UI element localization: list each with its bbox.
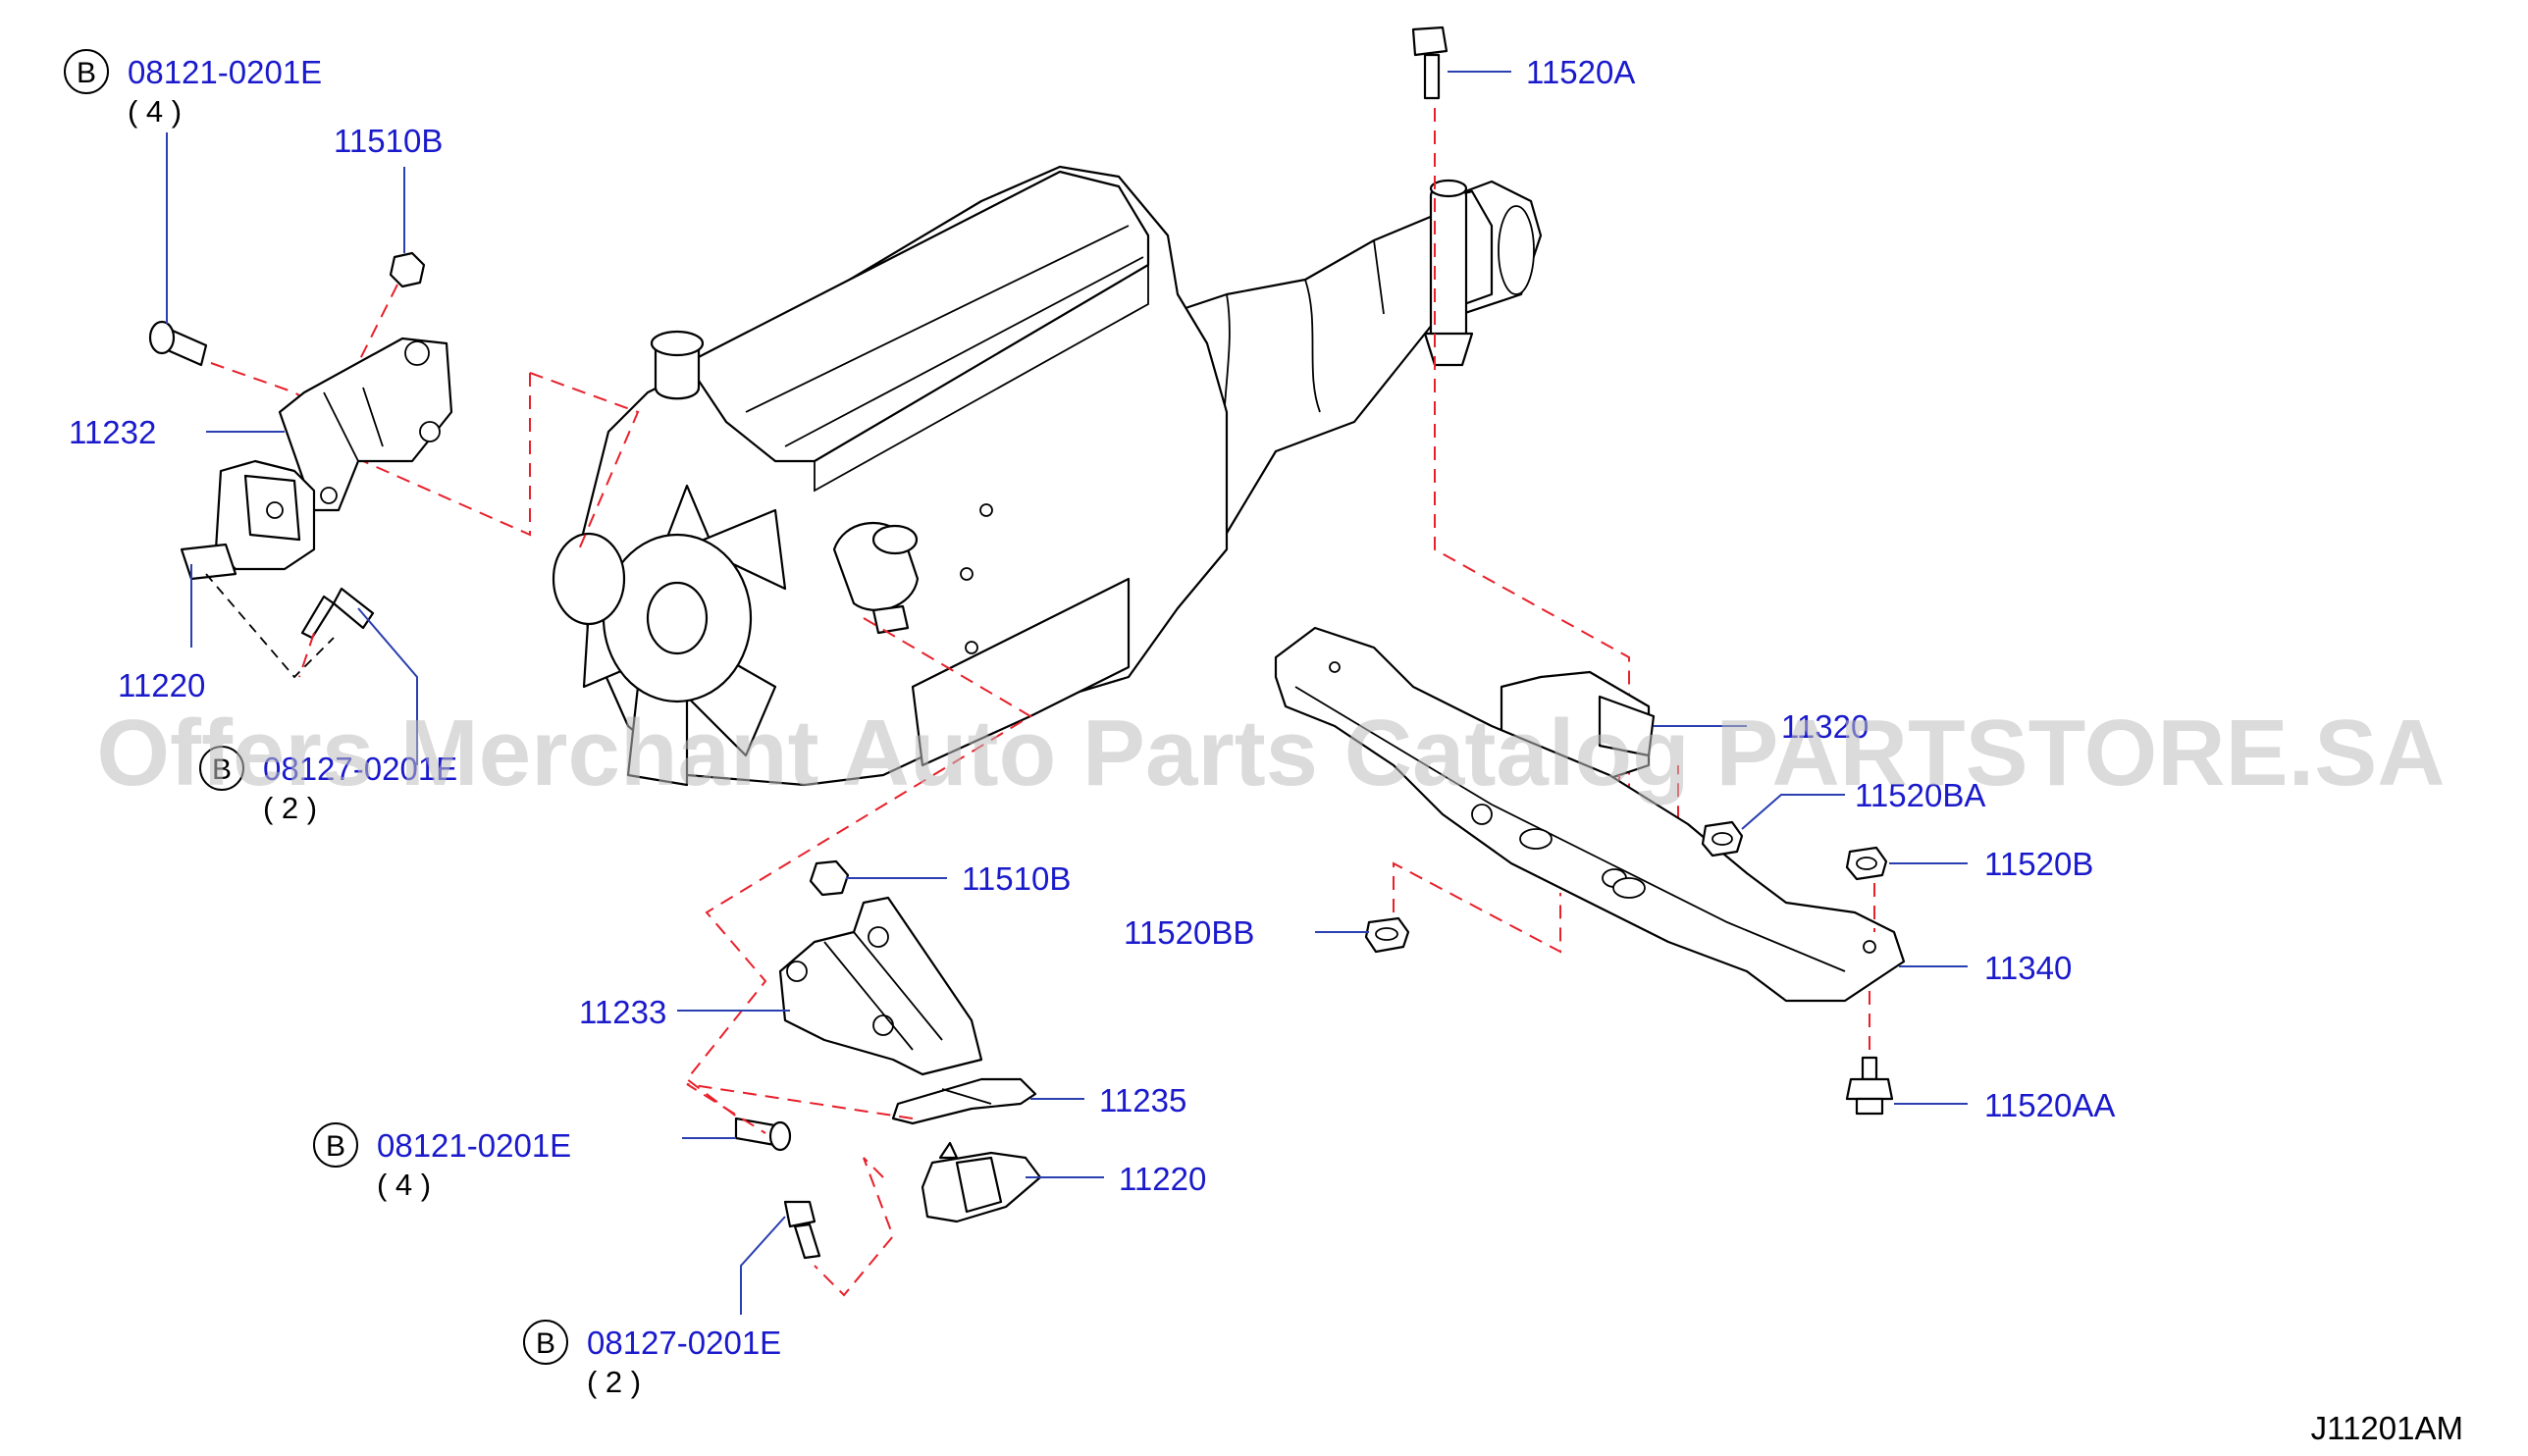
part-number: 11233 — [579, 994, 666, 1030]
part-number: 08121-0201E — [128, 54, 322, 90]
diagram-code: J11201AM — [2311, 1410, 2463, 1446]
callout-nut-mid[interactable]: 11510B — [962, 860, 1071, 897]
b-marker: B — [77, 57, 96, 89]
callout-insulator-r[interactable]: 11220 — [1119, 1161, 1206, 1197]
callout-nut-bb[interactable]: 11520BB — [1124, 914, 1254, 951]
part-number: 11340 — [1984, 950, 2072, 986]
b-marker-circle — [199, 746, 244, 791]
part-number: 08121-0201E — [377, 1127, 571, 1164]
callout-bolt-tl[interactable]: B 08121-0201E ( 4 ) — [64, 49, 322, 129]
callout-bracket-l[interactable]: 11232 — [69, 414, 156, 450]
part-number: 11520B — [1984, 846, 2093, 882]
callout-stopper[interactable]: 11235 — [1099, 1082, 1186, 1118]
b-marker: B — [536, 1327, 555, 1360]
callout-nut-tl[interactable]: 11510B — [334, 123, 443, 159]
part-number: 11232 — [69, 414, 156, 450]
part-number: 11520BA — [1855, 777, 1985, 813]
leader-lines — [166, 71, 1968, 1315]
part-number: 11220 — [118, 667, 205, 703]
b-marker-circle — [64, 49, 109, 94]
callout-bolt-trans-top[interactable]: 11520A — [1526, 54, 1635, 90]
part-number: 11235 — [1099, 1082, 1186, 1118]
quantity: ( 2 ) — [587, 1365, 641, 1399]
part-number: 08127-0201E — [587, 1325, 781, 1361]
quantity: ( 2 ) — [263, 791, 317, 825]
part-number: 11320 — [1781, 708, 1869, 745]
b-marker: B — [212, 754, 232, 786]
b-marker-circle — [523, 1320, 568, 1365]
right-mount-group — [686, 859, 1042, 1297]
part-number: 11520BB — [1124, 914, 1254, 951]
callout-nut-ba[interactable]: 11520BA — [1855, 777, 1985, 813]
callout-bolt-bl[interactable]: B 08121-0201E ( 4 ) — [313, 1122, 571, 1202]
watermark-text: Offers Merchant Auto Parts Catalog PARTS… — [96, 701, 2445, 806]
crossmember-group — [1274, 26, 1906, 1116]
bolt-08121-left — [148, 320, 208, 367]
part-number: 11520AA — [1984, 1087, 2115, 1123]
left-mount-group — [148, 251, 453, 679]
callout-nut-b[interactable]: 11520B — [1984, 846, 2093, 882]
callout-bolt-bb[interactable]: B 08127-0201E ( 2 ) — [523, 1320, 781, 1399]
part-number: 08127-0201E — [263, 751, 457, 787]
callout-insulator-l[interactable]: 11220 — [118, 667, 205, 703]
callout-bolt-ml[interactable]: B 08127-0201E ( 2 ) — [199, 746, 457, 825]
b-marker: B — [326, 1130, 345, 1163]
callout-bracket-r[interactable]: 11233 — [579, 994, 666, 1030]
callout-bolt-aa[interactable]: 11520AA — [1984, 1087, 2115, 1123]
part-number: 11510B — [962, 860, 1071, 897]
engine-assembly — [362, 165, 1543, 1139]
callout-crossmember[interactable]: 11340 — [1984, 950, 2072, 986]
part-number: 11220 — [1119, 1161, 1206, 1197]
part-number: 11520A — [1526, 54, 1635, 90]
cooling-fan — [552, 484, 787, 787]
quantity: ( 4 ) — [377, 1168, 431, 1202]
quantity: ( 4 ) — [128, 94, 182, 129]
b-marker-circle — [313, 1122, 358, 1168]
callout-trans-insulator[interactable]: 11320 — [1781, 708, 1869, 745]
part-number: 11510B — [334, 123, 443, 159]
